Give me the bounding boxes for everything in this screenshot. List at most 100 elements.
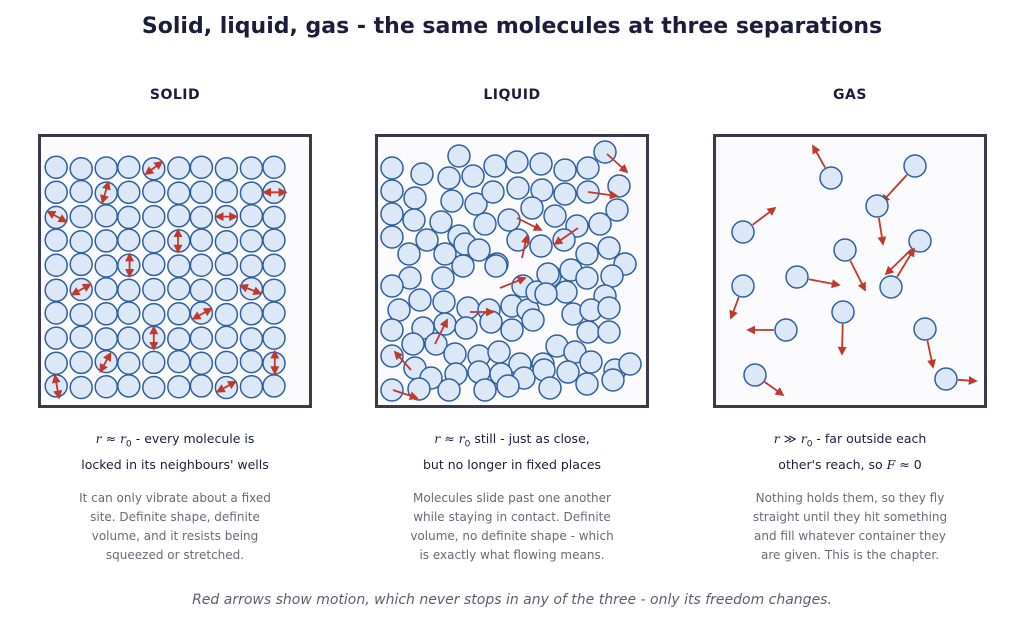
molecule	[189, 253, 214, 277]
liquid-box	[375, 134, 649, 408]
molecule	[167, 349, 191, 374]
molecule	[189, 326, 214, 350]
gas-desc-line: are given. This is the chapter.	[760, 548, 940, 562]
molecule	[94, 254, 118, 278]
panel-solid: SOLID r ≈ r0 - every molecule is locked …	[38, 84, 312, 562]
motion-arrow	[752, 206, 777, 226]
molecule	[189, 351, 214, 375]
motion-arrow	[191, 307, 213, 320]
molecule	[831, 300, 855, 324]
panel-heading-liquid: LIQUID	[483, 87, 541, 103]
molecule	[167, 204, 191, 228]
molecule	[262, 228, 286, 252]
molecule	[543, 204, 567, 228]
molecule	[189, 278, 214, 303]
molecule	[618, 352, 642, 376]
molecule	[239, 276, 264, 301]
molecule	[117, 228, 141, 252]
molecule	[529, 152, 553, 176]
motion-arrow	[392, 389, 419, 400]
molecule	[167, 374, 191, 399]
molecule	[94, 302, 118, 326]
molecule	[410, 162, 434, 186]
molecule	[44, 180, 68, 205]
molecule	[481, 180, 505, 204]
panel-gas: GAS r ≫ r0 - far outside each other's re…	[713, 84, 987, 562]
molecule	[94, 374, 118, 399]
molecule	[69, 179, 93, 204]
liquid-caption-line-1: r ≈ r0 still - just as close,	[434, 431, 590, 450]
motion-arrow	[215, 380, 237, 393]
molecule	[483, 154, 507, 178]
molecule	[380, 378, 404, 402]
molecule	[403, 186, 427, 210]
liquid-caption: r ≈ r0 still - just as close, but no lon…	[355, 429, 669, 474]
molecule	[117, 155, 141, 179]
solid-caption-line-2: locked in its neighbours' wells	[81, 456, 269, 472]
molecule	[601, 368, 625, 392]
molecule	[239, 349, 264, 374]
gas-desc-line: straight until they hit something	[752, 510, 948, 524]
molecule	[575, 242, 599, 266]
molecule	[597, 320, 621, 344]
molecule	[461, 164, 485, 188]
molecule	[142, 302, 166, 327]
molecule	[189, 180, 214, 205]
gas-caption-line-1: r ≫ r0 - far outside each	[773, 431, 927, 450]
gas-caption-line-2: other's reach, so F ≈ 0	[778, 456, 922, 472]
motion-arrow	[70, 283, 92, 296]
motion-arrow	[553, 227, 579, 246]
molecule	[189, 374, 214, 398]
molecule	[239, 254, 264, 278]
molecule	[487, 340, 511, 364]
molecule	[189, 228, 214, 252]
liquid-description: Molecules slide past one another while s…	[355, 489, 669, 565]
molecule	[473, 212, 497, 236]
molecule	[556, 360, 580, 384]
molecule	[484, 254, 508, 278]
molecule	[600, 264, 624, 288]
solid-description: It can only vibrate about a fixed site. …	[18, 489, 332, 565]
molecule	[69, 157, 93, 181]
molecule	[142, 204, 166, 229]
panel-heading-solid: SOLID	[149, 87, 201, 103]
molecule	[214, 277, 239, 302]
motion-arrow	[764, 381, 785, 397]
molecule	[214, 252, 239, 277]
liquid-desc-line: is exactly what flowing means.	[419, 548, 605, 562]
molecule	[239, 302, 264, 326]
molecule	[167, 327, 191, 351]
molecule	[69, 302, 93, 327]
molecule	[167, 254, 191, 278]
molecule	[189, 301, 214, 325]
molecule	[743, 363, 767, 387]
molecule	[473, 378, 497, 402]
molecule	[142, 229, 166, 254]
molecule	[69, 375, 93, 400]
motion-arrow	[238, 283, 263, 296]
molecule	[785, 265, 809, 289]
molecule	[597, 236, 621, 260]
molecule	[117, 301, 141, 325]
motion-arrow	[896, 247, 915, 278]
molecule	[536, 262, 560, 286]
molecule	[142, 179, 166, 204]
molecule	[429, 210, 453, 234]
molecule	[380, 274, 404, 298]
molecule	[597, 296, 621, 320]
molecule	[189, 155, 214, 179]
molecule	[380, 156, 404, 180]
motion-arrow	[393, 350, 412, 371]
molecule	[44, 326, 68, 350]
liquid-molecule-diagram	[375, 134, 649, 408]
molecule	[142, 350, 166, 375]
molecule	[380, 202, 404, 226]
molecule	[934, 367, 958, 391]
molecule	[44, 155, 68, 179]
motion-arrow	[926, 340, 936, 369]
molecule	[262, 326, 286, 350]
molecule	[433, 242, 457, 266]
molecule	[521, 308, 545, 332]
molecule	[456, 296, 480, 320]
motion-arrow	[587, 190, 619, 200]
